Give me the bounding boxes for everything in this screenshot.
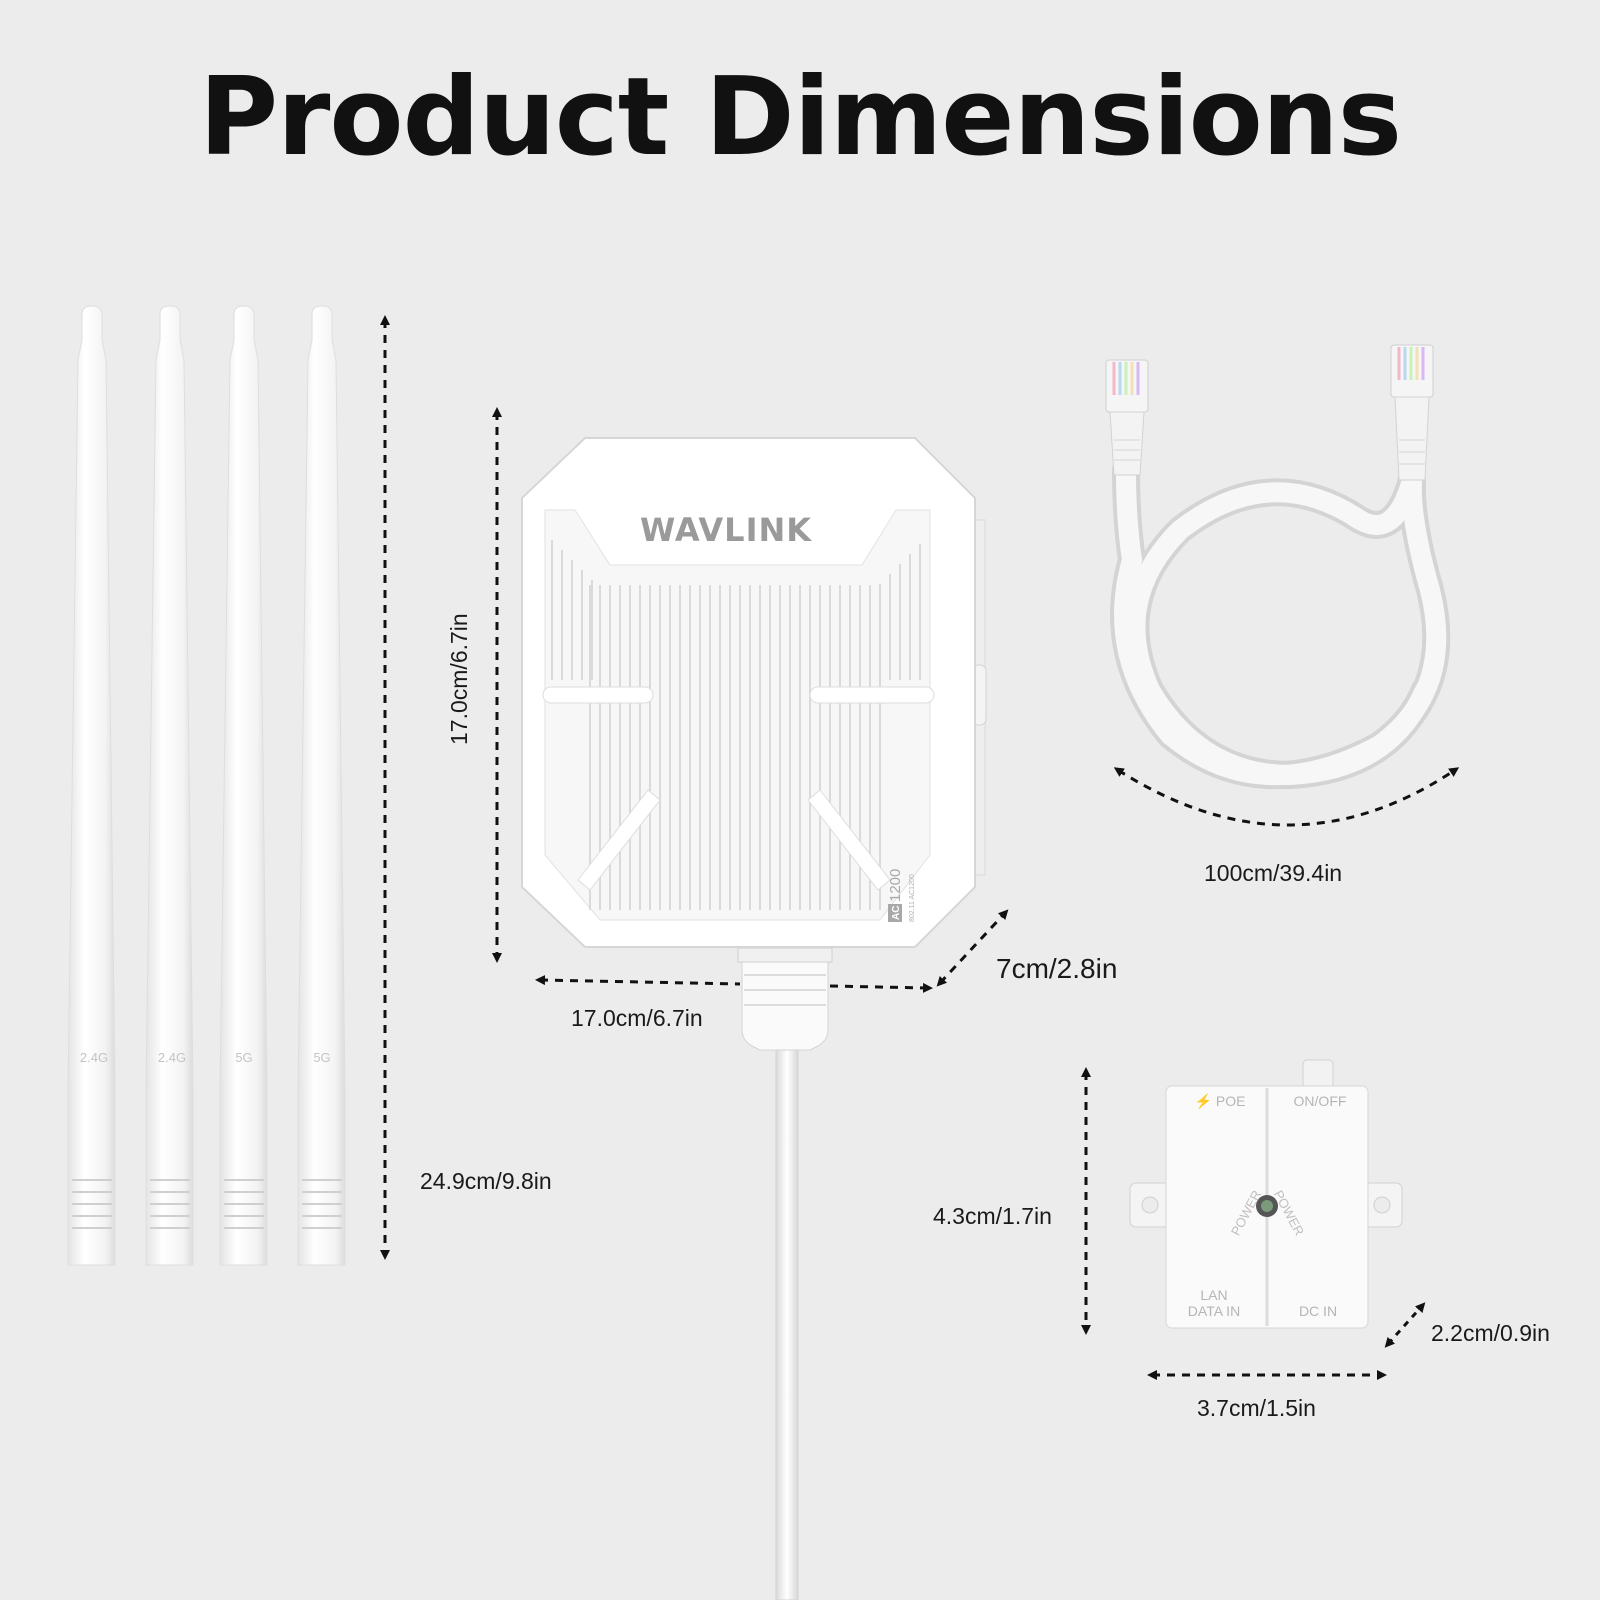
- dc-in-label: DC IN: [1299, 1303, 1337, 1319]
- router-width-label: 17.0cm/6.7in: [571, 1005, 703, 1031]
- router-depth-arrow: [936, 909, 1009, 987]
- antenna-3: [219, 305, 268, 1266]
- onoff-label: ON/OFF: [1294, 1093, 1347, 1109]
- poe-injector: ⚡ POE ON/OFF POWER POWER LAN DATA IN DC …: [1129, 1059, 1403, 1329]
- antenna-4: [297, 305, 346, 1266]
- router-width-arrow-left: [535, 975, 741, 986]
- rj45-connector-right: [1390, 344, 1434, 481]
- router-width-arrow-right: [829, 982, 933, 993]
- ethernet-cable: [1105, 344, 1451, 790]
- poe-width-label: 3.7cm/1.5in: [1197, 1395, 1316, 1421]
- router-badge-speed: 1200: [887, 869, 904, 902]
- page-title: Product Dimensions: [198, 55, 1402, 180]
- data-in-label: DATA IN: [1188, 1303, 1240, 1319]
- antenna-2-band-label: 2.4G: [158, 1050, 186, 1065]
- antenna-1: [67, 305, 116, 1266]
- antenna-4-band-label: 5G: [313, 1050, 330, 1065]
- poe-depth-arrow: [1384, 1302, 1426, 1348]
- router-cable: [737, 947, 833, 1600]
- router-badge-ac: AC: [891, 906, 902, 920]
- poe-height-label: 4.3cm/1.7in: [933, 1203, 1052, 1229]
- poe-port-label: ⚡ POE: [1195, 1093, 1246, 1110]
- router-brand-logo: WAVLINK: [640, 511, 812, 549]
- router-height-label: 17.0cm/6.7in: [446, 613, 472, 745]
- antenna-3-band-label: 5G: [235, 1050, 252, 1065]
- antenna-1-band-label: 2.4G: [80, 1050, 108, 1065]
- router-badge-sub: 802.11 AC1200: [909, 874, 916, 922]
- router-depth-label: 7cm/2.8in: [996, 953, 1118, 984]
- poe-depth-label: 2.2cm/0.9in: [1431, 1320, 1550, 1346]
- cable-length-label: 100cm/39.4in: [1204, 860, 1343, 886]
- router-body: WAVLINK AC 1200 802.11 AC1200: [521, 437, 987, 948]
- lan-port-label: LAN: [1200, 1287, 1227, 1303]
- antenna-height-label: 24.9cm/9.8in: [420, 1168, 552, 1194]
- antenna-2: [145, 305, 194, 1266]
- antenna-group: 2.4G 2.4G 5G 5G: [67, 305, 346, 1266]
- cable-length-arrow: [1113, 767, 1460, 827]
- rj45-connector-left: [1105, 359, 1149, 476]
